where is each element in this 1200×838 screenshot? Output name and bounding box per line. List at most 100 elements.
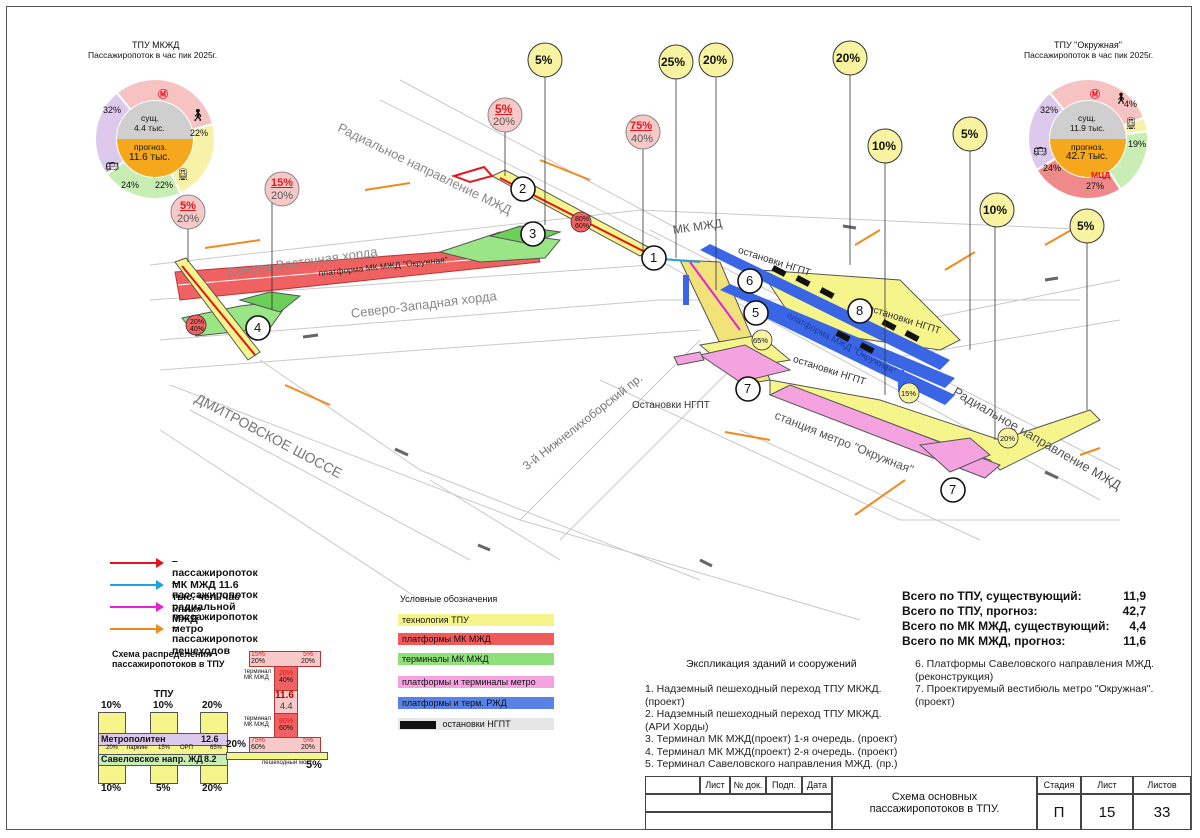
node-7b: 7 xyxy=(949,482,957,497)
explication-right: 6. Платформы Савеловского направления МЖ… xyxy=(915,658,1154,708)
tb-sheets: 33 xyxy=(1133,794,1191,830)
expl-left-1: (проект) xyxy=(645,695,685,708)
symbol-rzd-label: платформы и терм. РЖД xyxy=(402,698,507,708)
tower-center xyxy=(274,690,298,714)
totals-label-2: Всего по МК МЖД, существующий: xyxy=(902,619,1110,633)
donut-right-center-existing xyxy=(1050,101,1126,139)
metro-icon: Ⓜ xyxy=(158,90,168,101)
node-8-circle xyxy=(847,298,873,324)
totals-row-0: Всего по ТПУ, существующий:11,9 xyxy=(902,589,1146,604)
tb-col-list: Лист xyxy=(700,776,730,794)
donut-right-seg-1: 4% xyxy=(1124,99,1138,109)
savel-bar-value: 8.2 xyxy=(204,754,217,764)
legend-label-pedestrian: – пассажиропоток пешеходов xyxy=(172,621,258,657)
symbol-ngpt-swatch xyxy=(400,720,436,729)
legend-label-radial: – пассажиропоток радиальной МЖД xyxy=(172,577,258,625)
tb-blank-0 xyxy=(645,776,700,794)
tower-term2-0: 80% xyxy=(279,718,294,725)
legend-label-mk-mzd: – пассажиропоток МК МЖД 11.6 тыс. чел./ч… xyxy=(172,555,258,615)
dist-bottom-1: 5% xyxy=(156,783,171,794)
node-5-circle xyxy=(743,300,769,326)
savel-bar-label: Савеловское напр. ЖД xyxy=(101,754,203,764)
pink-badge-1-bottom: 40% xyxy=(631,133,654,145)
yellow-badge-7-circle xyxy=(1069,208,1105,244)
donut-right-chart xyxy=(1027,78,1149,200)
symbol-metro: платформы и терминалы метро xyxy=(398,676,554,688)
dist-subrow-1: паркинг xyxy=(127,745,149,751)
symbol-mk-terminals-label: терминалы МК МЖД xyxy=(402,654,489,664)
donut-right-seg-3: 27% xyxy=(1086,181,1105,191)
tower-term-0: 20% xyxy=(279,670,294,677)
tower-bottom-3: 20% xyxy=(301,744,316,751)
pink-badge-2-top: 15% xyxy=(271,177,294,189)
dist-subrow-2: 15% xyxy=(158,745,171,751)
metro-platforms xyxy=(673,344,1001,479)
tb-name-text: Схема основных пассажиропотоков в ТПУ. xyxy=(869,791,1000,815)
tag-20-circle xyxy=(997,427,1019,449)
yellow-badge-6: 10% xyxy=(983,203,1008,217)
explication-title: Экспликация зданий и сооружений xyxy=(686,658,857,670)
legend-label-metro: – пассажиропоток метро xyxy=(172,599,258,635)
yellow-badge-3-circle xyxy=(832,40,868,76)
dist-col-2 xyxy=(200,712,228,734)
expl-left-2: 2. Надземный пешеходный переход ТПУ МКЖД… xyxy=(645,708,882,720)
tb-col-doc: № док. xyxy=(730,776,766,794)
train-icon: 🚆︎ xyxy=(176,169,190,181)
tb-sheet-label: Лист xyxy=(1081,776,1133,794)
legend-arrow-red xyxy=(110,558,164,568)
node-8: 8 xyxy=(856,303,864,318)
title-block: Лист № док. Подп. Дата Схема основных па… xyxy=(645,776,1191,830)
tower-top-3: 20% xyxy=(301,658,316,665)
yellow-badge-5: 5% xyxy=(961,127,979,141)
pink-badge-3-circle xyxy=(170,194,206,230)
donut-right-center-bottom-label: прогноз. xyxy=(1071,142,1104,152)
node-2-circle xyxy=(510,176,536,202)
expl-left-5: 4. Терминал МК МЖД(проект) 2-я очередь. … xyxy=(645,745,898,758)
symbol-metro-label: платформы и терминалы метро xyxy=(402,677,536,687)
tb-stage-label: Стадия xyxy=(1037,776,1081,794)
tower-center-big: 11.6 xyxy=(275,690,294,701)
distribution-title: Схема распределения пассажиропотоков в Т… xyxy=(112,649,225,669)
bridge-pct: 5% xyxy=(306,759,322,771)
donut-left-center-bottom-value: 11.6 тыс. xyxy=(129,152,171,163)
expl-right-2: 7. Проектируемый вестибюль метро "Окружн… xyxy=(915,683,1154,695)
tower-top-2: 5% xyxy=(303,651,314,658)
small-tag-circles xyxy=(185,211,1019,449)
tower-top-0: 15% xyxy=(251,651,266,658)
metro-bar-label: Метрополитен xyxy=(101,734,166,744)
dist-subrow-4: 65% xyxy=(210,745,223,751)
leader-lines xyxy=(187,75,1088,440)
totals-label-3: Всего по МК МЖД, прогноз: xyxy=(902,634,1066,648)
node-4-circle xyxy=(245,315,271,341)
tb-row-1 xyxy=(645,794,832,812)
donut-left-center-top-label: сущ. xyxy=(141,113,159,123)
tb-name: Схема основных пассажиропотоков в ТПУ. xyxy=(832,776,1037,830)
dist-top-2: 20% xyxy=(202,700,223,711)
tower-terminal-label-2: терминал МК МЖД xyxy=(244,716,271,728)
node-3: 3 xyxy=(529,226,537,241)
dist-bottom-2: 20% xyxy=(202,783,223,794)
yellow-badge-5-circle xyxy=(952,116,988,152)
expl-left-0: 1. Надземный пешеходный переход ТПУ МКЖД… xyxy=(645,683,882,695)
explication-left: 1. Надземный пешеходный переход ТПУ МКЖД… xyxy=(645,683,898,771)
node-1-circle xyxy=(641,245,667,271)
symbol-mk-platforms-label: платформы МК МЖД xyxy=(402,634,491,644)
yellow-badge-6-circle xyxy=(979,192,1015,228)
yellow-badge-4-circle xyxy=(867,128,903,164)
donut-right-title: ТПУ "Окружная" xyxy=(1054,40,1122,50)
totals-label-1: Всего по ТПУ, прогноз: xyxy=(902,604,1038,618)
tb-stage: П xyxy=(1037,794,1081,830)
totals-value-1: 42,7 xyxy=(1122,604,1146,618)
totals-block: Всего по ТПУ, существующий:11,9 Всего по… xyxy=(902,589,1146,649)
legend-arrow-magenta xyxy=(110,602,164,612)
symbol-ngpt: остановки НГПТ xyxy=(398,718,554,730)
pink-badge-2-bottom: 20% xyxy=(271,190,294,202)
donut-right-center-top-value: 11.9 тыс. xyxy=(1070,123,1105,133)
node-5: 5 xyxy=(752,305,760,320)
donut-left-subtitle: Пассажиропоток в час пик 2025г. xyxy=(88,50,218,60)
yellow-badge-4: 10% xyxy=(872,139,897,153)
tag-80-60-circle xyxy=(570,211,592,233)
tag-20-40-circle xyxy=(185,314,207,336)
node-6: 6 xyxy=(746,273,754,288)
